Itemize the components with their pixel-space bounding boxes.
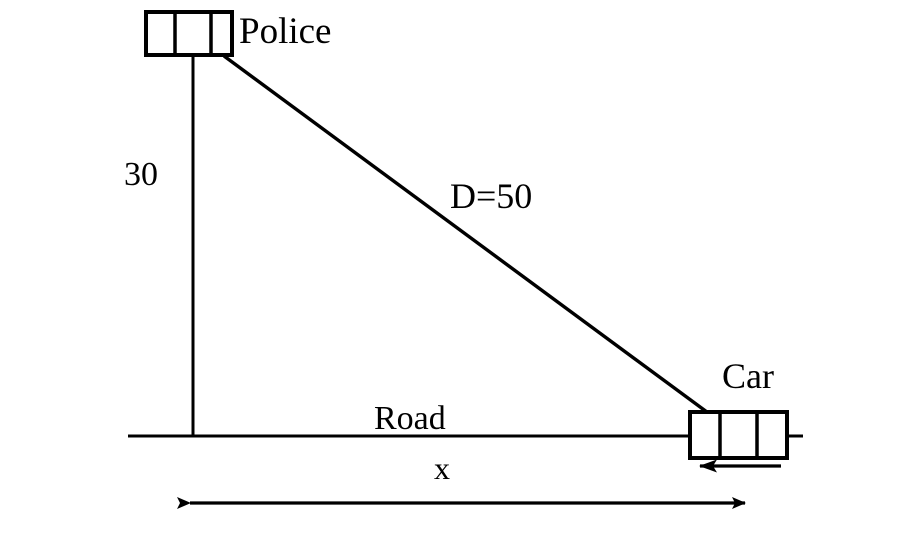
car-label: Car	[722, 356, 774, 396]
hypotenuse-line	[222, 54, 713, 417]
police-car-icon	[144, 10, 234, 57]
vertical-leg-label: 30	[124, 156, 158, 193]
road-label: Road	[374, 400, 446, 437]
horizontal-distance-label: x	[434, 450, 450, 486]
police-label: Police	[239, 11, 332, 52]
car-icon	[674, 410, 803, 460]
hypotenuse-label: D=50	[450, 176, 533, 216]
